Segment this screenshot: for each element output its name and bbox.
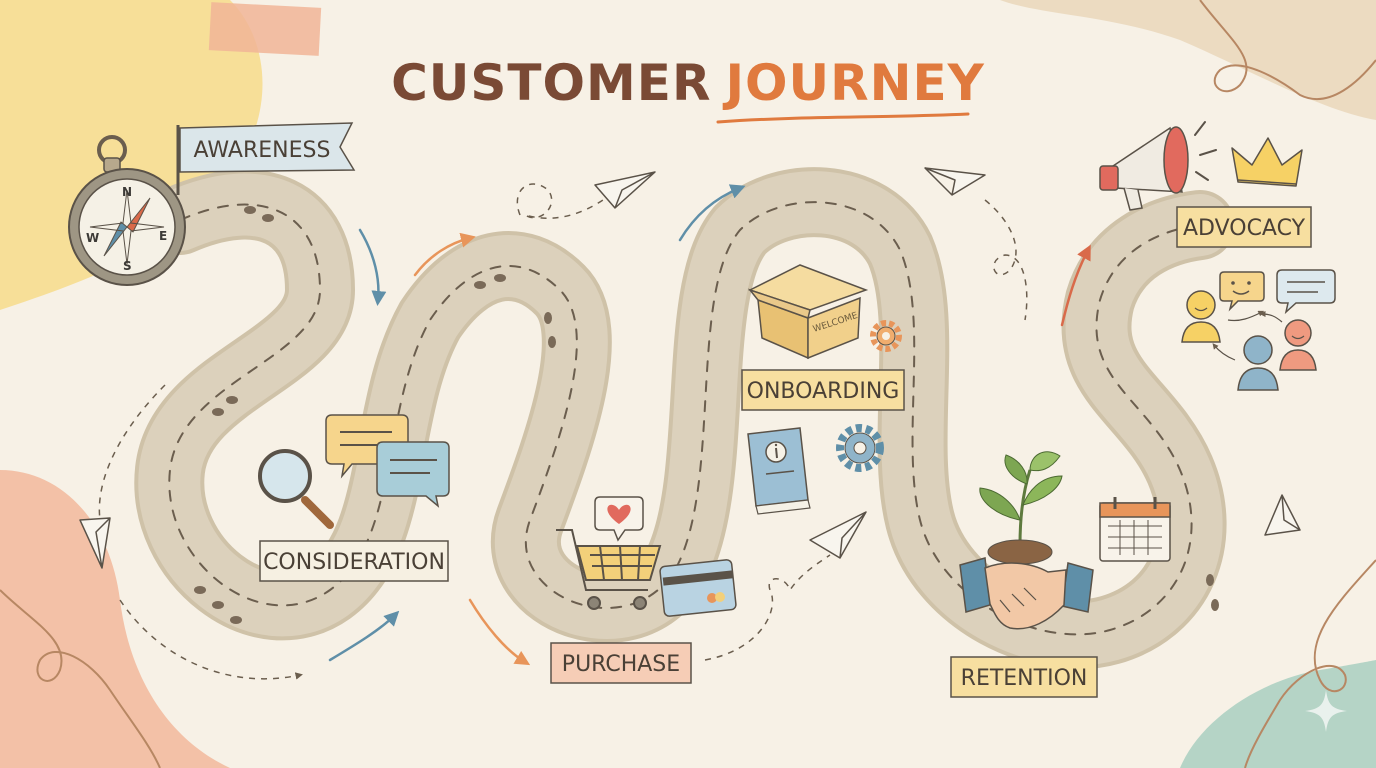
stage-label-advocacy: ADVOCACY bbox=[1183, 216, 1306, 241]
string-bottom-right bbox=[1244, 559, 1376, 768]
stage-retention: RETENTION bbox=[950, 451, 1171, 698]
chat-bubbles-icon bbox=[325, 414, 450, 508]
gear-icon bbox=[836, 424, 884, 472]
blob-top-left-yellow bbox=[0, 0, 263, 310]
welcome-box-icon: WELCOME bbox=[747, 264, 869, 360]
compass-e: E bbox=[159, 229, 167, 243]
plant-icon bbox=[979, 451, 1063, 565]
footprint bbox=[230, 616, 242, 624]
arrow-red-retention bbox=[1060, 244, 1091, 327]
footprint bbox=[548, 336, 556, 348]
stage-awareness: AWARENESS bbox=[176, 122, 356, 195]
dashed-path-top-mid bbox=[516, 183, 611, 219]
stage-label-bg bbox=[950, 656, 1098, 698]
blob-bottom-left-peach bbox=[0, 470, 230, 768]
shopping-cart-icon bbox=[556, 529, 662, 610]
footprint bbox=[544, 312, 552, 324]
title-underline bbox=[716, 112, 970, 124]
dashed-path-bottom-left bbox=[119, 599, 303, 680]
stage-label-bg bbox=[741, 369, 905, 411]
string-top-right bbox=[1199, 0, 1376, 101]
stage-label-purchase: PURCHASE bbox=[562, 652, 680, 677]
footprints bbox=[194, 206, 1219, 624]
footprint bbox=[1211, 599, 1219, 611]
tape-top-left bbox=[208, 2, 322, 56]
info-book-icon bbox=[747, 427, 811, 515]
paper-plane-icon bbox=[809, 511, 867, 559]
credit-card-icon bbox=[659, 559, 737, 617]
blob-top-right-tan bbox=[1000, 0, 1376, 120]
sparkle-icon bbox=[1305, 690, 1347, 732]
compass-icon: N S E W bbox=[68, 135, 186, 286]
dashed-path-retention-loop bbox=[984, 199, 1028, 321]
stage-label-retention: RETENTION bbox=[961, 666, 1088, 691]
paper-plane-icon bbox=[79, 517, 111, 569]
magnifier-icon bbox=[258, 449, 334, 529]
arrow-blue-awareness bbox=[358, 228, 387, 306]
title-part2: JOURNEY bbox=[722, 54, 984, 112]
footprint bbox=[1206, 574, 1214, 586]
title-part1: CUSTOMER bbox=[391, 54, 711, 112]
footprint bbox=[262, 214, 274, 222]
paper-plane-icon bbox=[594, 171, 656, 209]
stage-label-bg bbox=[1176, 206, 1312, 248]
footprint bbox=[494, 274, 506, 282]
arrow-orange-top bbox=[413, 232, 476, 277]
road-center-dashes bbox=[168, 201, 1201, 636]
journey-road bbox=[134, 167, 1235, 670]
crown-icon bbox=[1231, 137, 1303, 187]
people-chat-icon bbox=[1181, 269, 1336, 391]
stage-label-awareness: AWARENESS bbox=[194, 138, 331, 163]
calendar-icon bbox=[1099, 497, 1171, 562]
handshake-icon bbox=[959, 557, 1094, 630]
stage-label-onboarding: ONBOARDING bbox=[747, 379, 900, 404]
arrow-orange-purchase bbox=[468, 598, 531, 666]
string-bottom-left bbox=[0, 589, 161, 768]
arrow-blue-top-mid bbox=[678, 184, 746, 242]
stage-label-consideration: CONSIDERATION bbox=[263, 550, 445, 575]
dashed-path-left bbox=[98, 384, 166, 521]
gear-icon bbox=[870, 320, 902, 352]
paper-planes bbox=[79, 167, 1301, 569]
compass-w: W bbox=[86, 231, 99, 245]
megaphone-icon bbox=[1099, 121, 1217, 211]
compass-n: N bbox=[122, 185, 132, 199]
paper-plane-icon bbox=[1264, 494, 1301, 536]
stage-label-bg bbox=[550, 642, 692, 684]
stage-consideration: CONSIDERATION bbox=[258, 414, 450, 582]
guide-paths bbox=[98, 183, 1028, 680]
stage-onboarding: WELCOME ONBOARDING bbox=[741, 264, 905, 515]
arrow-blue-consideration bbox=[328, 610, 400, 662]
flag-icon bbox=[179, 122, 356, 173]
heart-icon bbox=[594, 496, 644, 542]
blob-bottom-right-teal bbox=[1180, 660, 1376, 768]
compass-rose bbox=[89, 189, 165, 265]
footprint bbox=[226, 396, 238, 404]
stage-advocacy: ADVOCACY bbox=[1099, 121, 1336, 391]
flow-arrows bbox=[328, 184, 1091, 666]
compass-s: S bbox=[123, 259, 132, 273]
footprint bbox=[212, 408, 224, 416]
stage-purchase: PURCHASE bbox=[550, 496, 737, 684]
stage-label-bg bbox=[259, 540, 449, 582]
footprint bbox=[212, 601, 224, 609]
footprint bbox=[194, 586, 206, 594]
paper-plane-icon bbox=[924, 167, 986, 196]
footprint bbox=[244, 206, 256, 214]
footprint bbox=[474, 281, 486, 289]
